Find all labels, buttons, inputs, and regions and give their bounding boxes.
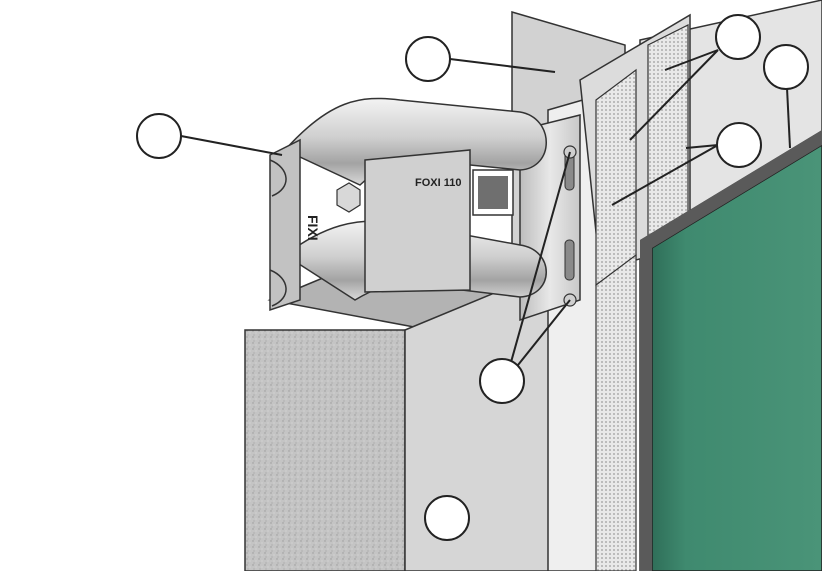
callout-6 (479, 358, 525, 404)
foxi-bracket: FOXI 110 FIXI (269, 97, 547, 312)
fixi-logo: FIXI (305, 215, 321, 241)
callout-7 (424, 495, 470, 541)
bolt-head (336, 182, 361, 213)
callout-1 (136, 113, 182, 159)
callouts (136, 14, 809, 541)
callout-4 (763, 44, 809, 90)
callout-2 (405, 36, 451, 82)
facade-panel (640, 130, 822, 572)
callout-5 (716, 122, 762, 168)
brand-text: FOXI 110 (415, 177, 461, 189)
callout-3 (715, 14, 761, 60)
perforated-trims (595, 24, 689, 572)
